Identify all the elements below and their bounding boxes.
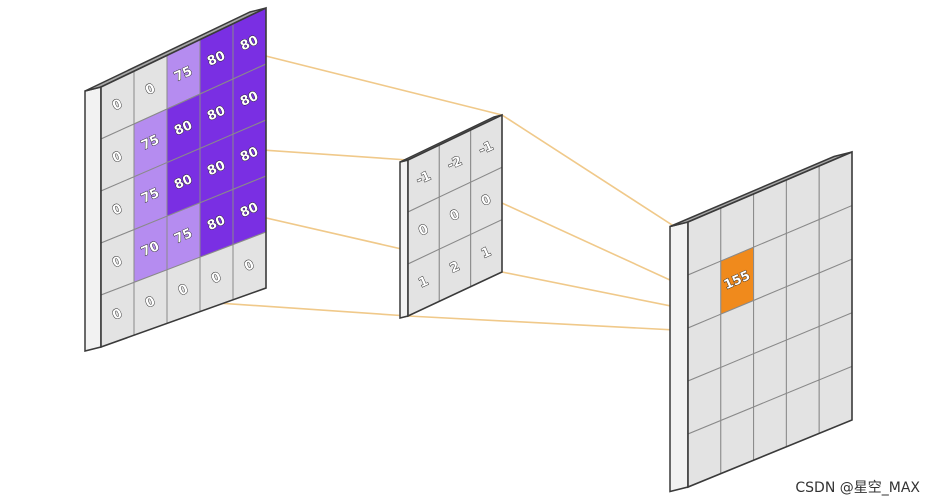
input-cell-value: 75 bbox=[139, 186, 162, 207]
output-border bbox=[687, 150, 853, 489]
kernel-border bbox=[407, 113, 503, 318]
output-slab-side-face bbox=[669, 221, 689, 493]
kernel-cell-value: -2 bbox=[445, 154, 464, 174]
watermark-text: CSDN @星空_MAX bbox=[795, 480, 920, 496]
input-cell-value: 75 bbox=[172, 226, 195, 247]
input-cell-value: 80 bbox=[172, 118, 195, 139]
connector-line bbox=[407, 315, 689, 332]
input-cell-value: 80 bbox=[238, 144, 261, 165]
input-cell-value: 80 bbox=[205, 103, 228, 124]
input-cell-value: 80 bbox=[238, 33, 261, 54]
input-cell-value: 80 bbox=[172, 172, 195, 193]
input-cell-value: 80 bbox=[238, 200, 261, 221]
output-feature-map: 155 bbox=[669, 150, 853, 493]
connector-line bbox=[501, 114, 689, 236]
connector-line bbox=[501, 271, 689, 311]
input-cell-value: 70 bbox=[139, 239, 162, 260]
input-cell-value: 80 bbox=[238, 89, 261, 110]
input-border bbox=[100, 6, 267, 349]
input-cell-value: 80 bbox=[205, 49, 228, 70]
kernel-cell-value: -1 bbox=[414, 169, 433, 189]
input-cell-value: 80 bbox=[205, 213, 228, 234]
input-cell-value: 75 bbox=[139, 133, 162, 154]
input-cell-value: 75 bbox=[172, 64, 195, 85]
input-slab-side-face bbox=[84, 86, 102, 352]
kernel-cell-value: -1 bbox=[477, 139, 496, 159]
input-cell-value: 80 bbox=[205, 158, 228, 179]
kernel-slab-side-face bbox=[399, 159, 409, 319]
